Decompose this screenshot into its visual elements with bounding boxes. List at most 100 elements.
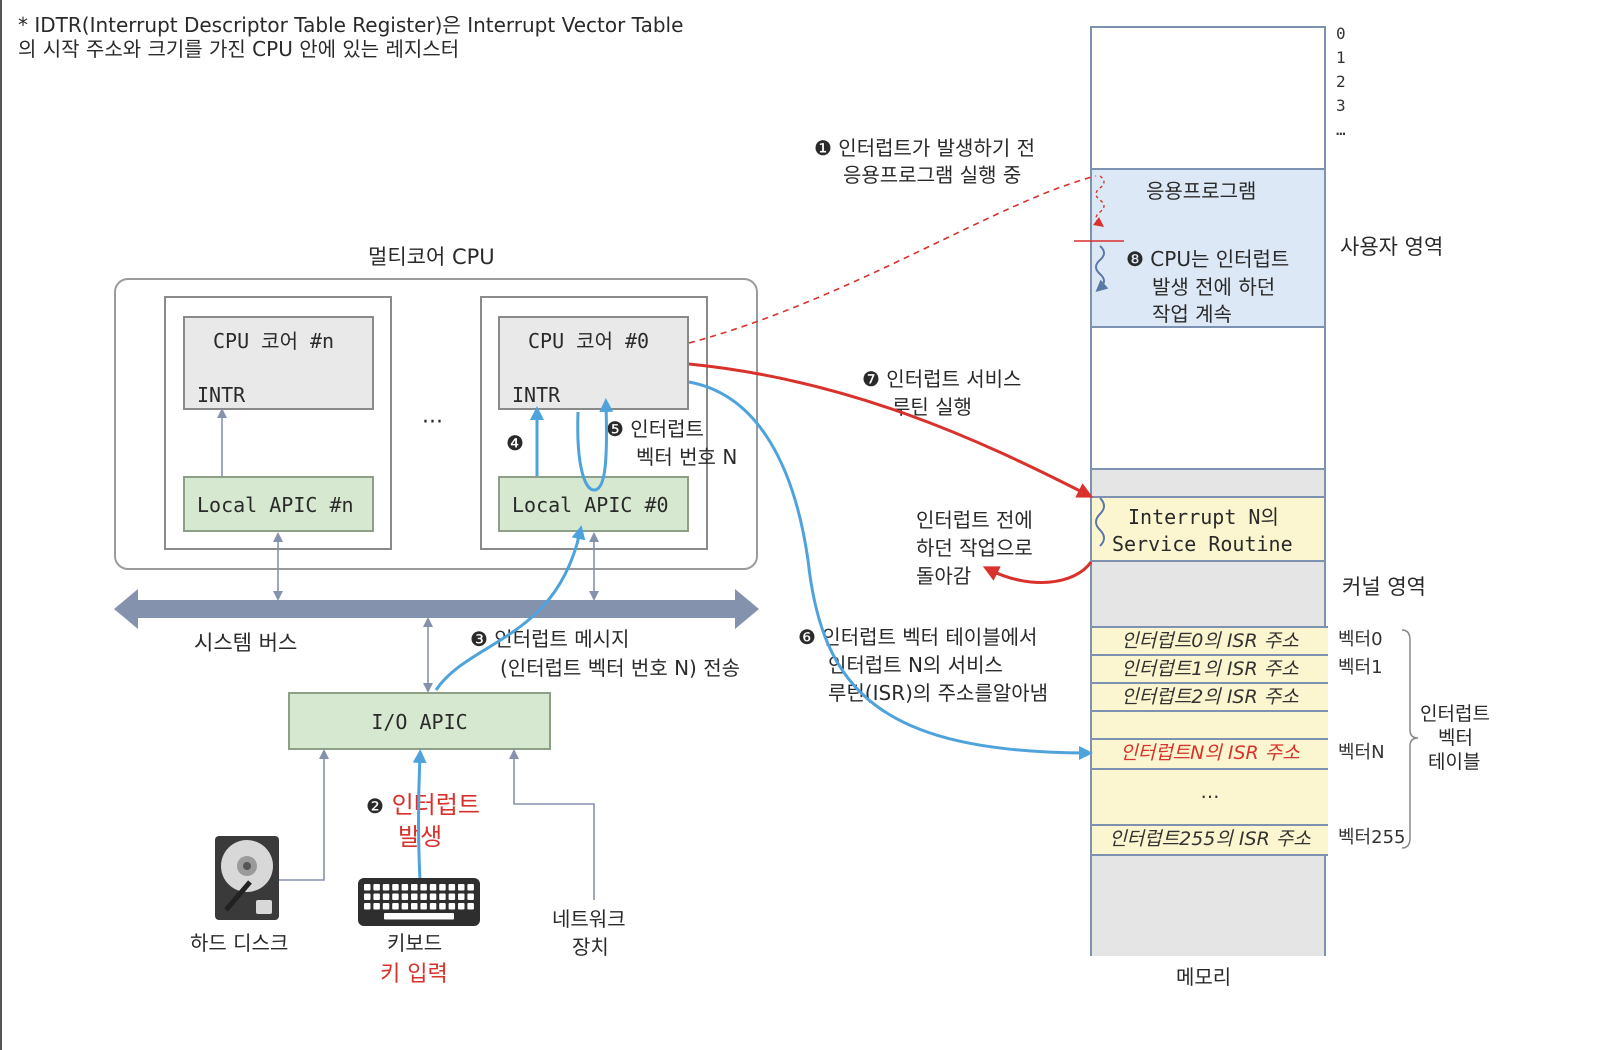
local-apic-0: Local APIC #0	[498, 476, 689, 532]
vector-n-label: 벡터N	[1338, 742, 1385, 763]
keyboard-key	[411, 893, 418, 900]
step5-label: ❺ 인터럽트	[606, 416, 704, 442]
system-bus	[114, 589, 759, 629]
step3-number: ❸	[470, 627, 488, 651]
step5-number: ❺	[606, 417, 624, 441]
local-apic-n: Local APIC #n	[183, 476, 374, 532]
step7-line1: 인터럽트 서비스	[886, 367, 1022, 391]
keyboard-key	[448, 903, 456, 910]
ivt-row-1: 인터럽트1의 ISR 주소	[1092, 656, 1328, 684]
step2-number: ❷	[366, 794, 384, 818]
step8-line1: ❽ CPU는 인터럽트	[1126, 246, 1289, 272]
keyboard-spacebar	[384, 913, 454, 920]
keyboard-key	[439, 893, 446, 900]
multicore-cpu-title: 멀티코어 CPU	[368, 245, 495, 269]
keyboard-key	[373, 903, 380, 910]
ivt-table: 인터럽트0의 ISR 주소 인터럽트1의 ISR 주소 인터럽트2의 ISR 주…	[1092, 626, 1328, 858]
idtr-note-line2: 의 시작 주소와 크기를 가진 CPU 안에 있는 레지스터	[18, 37, 460, 61]
step8-line3: 작업 계속	[1152, 302, 1232, 326]
return-line3: 돌아감	[916, 564, 972, 588]
vector-0-label: 벡터0	[1338, 629, 1383, 650]
step1-line1: 인터럽트가 발생하기 전	[838, 136, 1036, 160]
keyboard-key	[411, 884, 418, 891]
local-apic-0-label: Local APIC #0	[512, 493, 669, 517]
keyboard-key	[401, 903, 409, 910]
step7-number: ❼	[862, 367, 880, 391]
return-arrow	[982, 561, 1093, 584]
app-region-label: 응용프로그램	[1146, 179, 1257, 203]
step6-label: ❻ 인터럽트 벡터 테이블에서	[798, 624, 1037, 650]
step1-label: ❶ 인터럽트가 발생하기 전	[814, 135, 1035, 161]
local-apic-n-label: Local APIC #n	[197, 493, 354, 517]
blue-arrows	[412, 380, 1093, 881]
isr-line2: Service Routine	[1112, 532, 1293, 556]
ivt-label-1: 인터럽트	[1420, 703, 1490, 725]
user-area-label: 사용자 영역	[1340, 235, 1444, 259]
network-device-label-1: 네트워크	[552, 907, 626, 931]
step7-label: ❼ 인터럽트 서비스	[862, 366, 1021, 392]
step5-arrow	[576, 398, 614, 492]
resume-squiggle	[1095, 245, 1109, 292]
idtr-note-line1: * IDTR(Interrupt Descriptor Table Regist…	[18, 13, 684, 37]
isr-squiggle	[1095, 497, 1105, 547]
step7-arrow	[688, 362, 1094, 498]
step5-line1: 인터럽트	[630, 417, 704, 441]
return-line1: 인터럽트 전에	[916, 508, 1033, 532]
gray-connectors	[217, 408, 599, 900]
keyboard-label: 키보드	[387, 931, 443, 955]
hard-disk-icon	[215, 836, 279, 920]
keyboard-key	[439, 884, 446, 891]
network-device-label-2: 장치	[572, 935, 609, 959]
step2-label: ❷ 인터럽트	[366, 792, 480, 819]
keyboard-key	[392, 903, 399, 910]
keyboard-key	[420, 884, 427, 891]
left-edge-rule	[0, 0, 2, 1050]
io-apic-label: I/O APIC	[371, 710, 468, 734]
address-3: 3	[1336, 96, 1346, 115]
ivt-row-ellipsis: …	[1092, 770, 1328, 826]
keyboard-key	[382, 893, 390, 900]
vector-255-label: 벡터255	[1338, 827, 1406, 848]
step6-line1: 인터럽트 벡터 테이블에서	[822, 625, 1038, 649]
vector-1-label: 벡터1	[1338, 657, 1383, 678]
system-bus-label: 시스템 버스	[194, 631, 298, 655]
keyboard-key	[364, 884, 371, 891]
keyboard-key	[382, 884, 390, 891]
return-line2: 하던 작업으로	[916, 536, 1033, 560]
ivt-row-n: 인터럽트N의 ISR 주소	[1092, 740, 1328, 770]
step8-number: ❽	[1126, 247, 1144, 271]
ivt-row-gap	[1092, 712, 1328, 740]
step3-line2: (인터럽트 벡터 번호 N) 전송	[500, 656, 740, 680]
step2-line1: 인터럽트	[391, 791, 480, 819]
ivt-label-3: 테이블	[1428, 751, 1481, 773]
red-arrows	[688, 362, 1094, 584]
step2-arrow	[412, 749, 427, 881]
step8-text1: CPU는 인터럽트	[1150, 247, 1290, 271]
step6-arrow	[688, 380, 1093, 760]
memory-addresses: 0 1 2 3 …	[1336, 22, 1346, 142]
keyboard-key	[439, 903, 446, 910]
step4-number: ❹	[506, 431, 524, 455]
ivt-row-255: 인터럽트255의 ISR 주소	[1092, 826, 1328, 856]
cpu-core-0-intr: INTR	[512, 383, 561, 407]
step3-arrow	[434, 525, 586, 691]
keyboard-key	[448, 884, 456, 891]
address-0: 0	[1336, 24, 1346, 43]
keyboard-key	[420, 903, 427, 910]
step6-number: ❻	[798, 625, 816, 649]
cpu-core-0-title: CPU 코어 #0	[528, 329, 650, 353]
hard-disk-label: 하드 디스크	[190, 931, 289, 955]
ivt-row-0: 인터럽트0의 ISR 주소	[1092, 628, 1328, 656]
cpu-core-0: CPU 코어 #0 INTR	[498, 316, 689, 410]
step5-line2: 벡터 번호 N	[636, 445, 738, 469]
address-more: …	[1336, 120, 1346, 139]
ivt-row-2: 인터럽트2의 ISR 주소	[1092, 684, 1328, 712]
keyboard-key	[458, 903, 465, 910]
memory-column: 응용프로그램 ❽ CPU는 인터럽트 발생 전에 하던 작업 계속 Interr…	[1090, 26, 1328, 956]
cores-ellipsis: ···	[422, 410, 443, 435]
keyboard-key	[382, 903, 390, 910]
step8-line2: 발생 전에 하던	[1152, 275, 1276, 299]
address-2: 2	[1336, 72, 1346, 91]
keyboard-key	[401, 884, 409, 891]
